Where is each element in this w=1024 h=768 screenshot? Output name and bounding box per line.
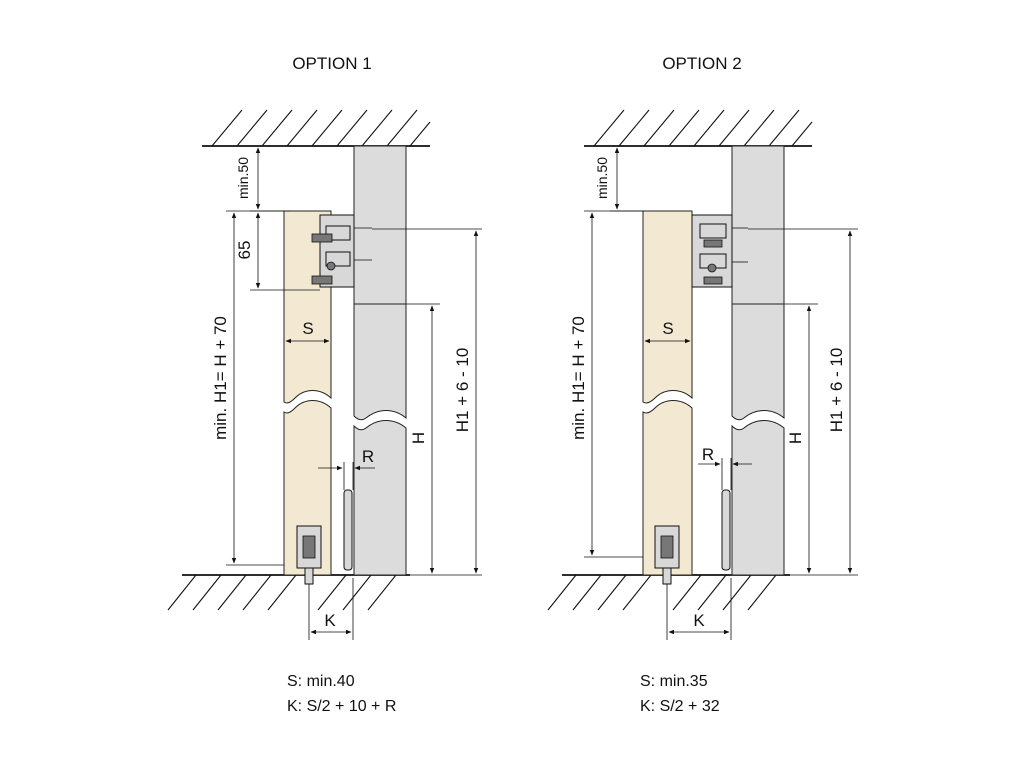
dim-min50: min.50: [594, 145, 643, 212]
dim-s: S: [644, 319, 691, 344]
dim-r: R: [318, 447, 375, 490]
note-k: K: S/2 + 10 + R: [287, 698, 396, 715]
svg-text:H1 + 6 - 10: H1 + 6 - 10: [827, 348, 846, 433]
top-track-hardware: [311, 214, 372, 288]
svg-text:H1 + 6 - 10: H1 + 6 - 10: [453, 348, 472, 433]
svg-text:R: R: [702, 445, 714, 464]
svg-text:min.50: min.50: [235, 157, 251, 199]
dim-h1: min. H1= H + 70: [211, 210, 284, 566]
svg-text:K: K: [693, 611, 705, 630]
wall-panel: [353, 145, 407, 576]
note-s: S: min.40: [287, 673, 355, 690]
svg-text:min.50: min.50: [594, 157, 610, 199]
note-k: K: S/2 + 32: [640, 698, 720, 715]
floor-hatch: [167, 574, 410, 611]
dim-k: K: [666, 578, 732, 640]
svg-text:min. H1= H + 70: min. H1= H + 70: [569, 316, 588, 440]
ceiling-hatch: [202, 109, 431, 147]
svg-text:R: R: [362, 447, 374, 466]
dim-min50: min.50: [235, 145, 290, 212]
svg-text:min. H1= H + 70: min. H1= H + 70: [211, 316, 230, 440]
option-1-diagram: OPTION 1: [167, 54, 482, 715]
ceiling-hatch: [584, 109, 813, 147]
bottom-guide: [296, 489, 353, 594]
dim-h: H: [784, 303, 818, 576]
dim-h1b: H1 + 6 - 10: [748, 228, 858, 576]
dim-65: 65: [235, 212, 320, 291]
dim-h: H: [406, 303, 440, 576]
svg-text:H: H: [409, 432, 428, 444]
wall-panel: [731, 145, 785, 576]
svg-text:65: 65: [235, 241, 254, 260]
svg-text:H: H: [786, 432, 805, 444]
svg-text:S: S: [302, 319, 313, 338]
note-s: S: min.35: [640, 673, 708, 690]
dim-r: R: [698, 445, 752, 490]
option-2-diagram: OPTION 2: [547, 54, 858, 715]
option-2-title: OPTION 2: [662, 54, 741, 73]
option-1-title: OPTION 1: [292, 54, 371, 73]
dim-k: K: [308, 578, 354, 640]
door-leaf: [642, 210, 693, 576]
svg-text:S: S: [662, 319, 673, 338]
dim-h1: min. H1= H + 70: [569, 210, 643, 558]
dim-s: S: [285, 319, 330, 344]
bottom-guide: [654, 489, 731, 594]
svg-text:K: K: [324, 611, 336, 630]
dim-h1b: H1 + 6 - 10: [372, 228, 482, 576]
top-track-hardware: [691, 214, 748, 288]
